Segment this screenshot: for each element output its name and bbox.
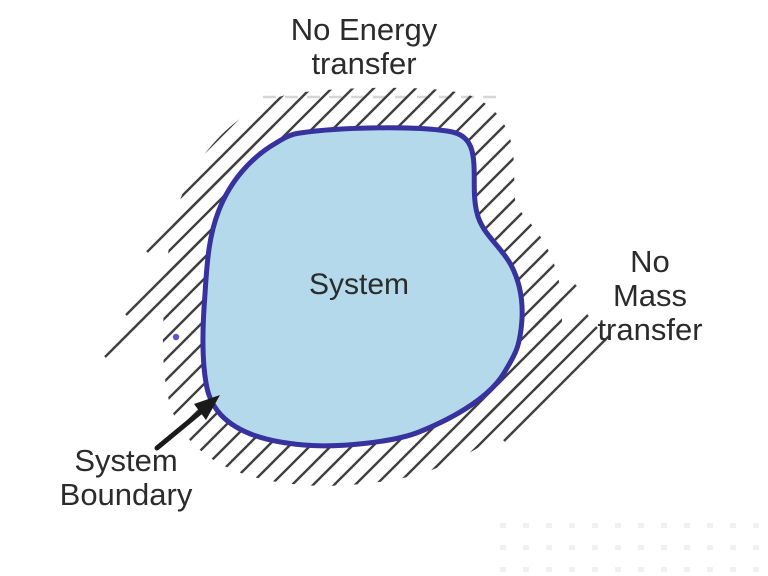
hatch-line [146,125,274,253]
system-boundary-label: System Boundary [59,443,193,512]
stray-dot [172,333,180,341]
no-energy-transfer-label: No Energy transfer [290,12,438,81]
hatch-line [503,335,610,442]
hatch-line [533,284,577,328]
system-region [200,125,525,449]
boundary-arrow [154,395,220,451]
faint-dot-grid [488,514,768,576]
hatch-line [461,314,589,442]
system-label: System [308,268,410,301]
hatch-line [533,326,598,391]
no-mass-transfer-label: No Mass transfer [597,244,703,347]
arrow-shaft [154,407,206,451]
arrow-head [194,395,220,420]
